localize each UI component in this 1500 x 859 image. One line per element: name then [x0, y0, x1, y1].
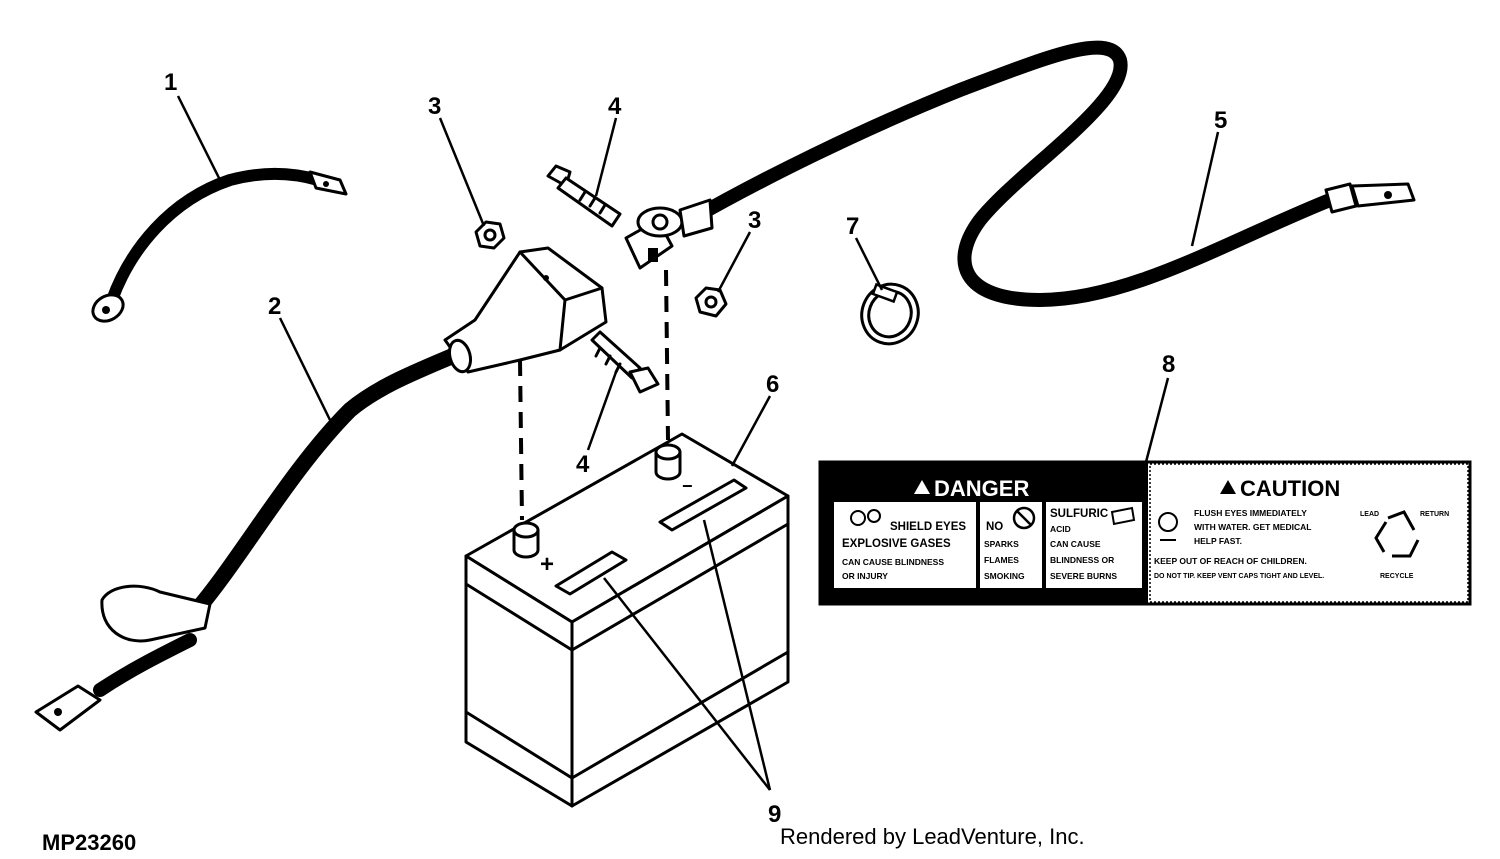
assembly-line-right — [664, 269, 670, 441]
caution-text-line: FLUSH EYES IMMEDIATELY — [1194, 508, 1307, 518]
leader-8 — [1144, 377, 1170, 463]
danger-text-line: ACID — [1050, 524, 1071, 534]
recycle-text: RECYCLE — [1380, 573, 1414, 580]
bolt-lower — [590, 330, 660, 394]
danger-text-line: SHIELD EYES — [890, 521, 966, 533]
callout-4-upper: 4 — [608, 93, 622, 120]
caution-text-line: WITH WATER. GET MEDICAL — [1194, 522, 1311, 532]
danger-text-line: CAN CAUSE BLINDNESS — [842, 557, 944, 567]
danger-title: DANGER — [934, 476, 1029, 501]
danger-text-line: SEVERE BURNS — [1050, 571, 1117, 581]
battery: + − — [464, 432, 790, 808]
danger-text-line: NO — [986, 521, 1003, 533]
callout-4-lower: 4 — [576, 451, 590, 478]
caution-title: CAUTION — [1240, 476, 1340, 501]
danger-alert-icon — [914, 480, 930, 494]
eye-wash-icon — [1158, 512, 1178, 541]
danger-text-line: SMOKING — [984, 571, 1025, 581]
caution-panel — [1149, 463, 1469, 603]
leader-6 — [730, 395, 772, 467]
bolt-upper — [546, 164, 622, 228]
figure-code: MP23260 — [42, 830, 137, 855]
recycle-lead-text: LEAD — [1360, 511, 1379, 518]
leader-1 — [176, 95, 222, 181]
negative-mark: − — [682, 476, 693, 496]
recycle-return-text: RETURN — [1420, 511, 1449, 518]
leader-4a — [594, 117, 618, 197]
leader-9a — [603, 577, 771, 791]
negative-cable — [624, 40, 1416, 307]
danger-text-line: OR INJURY — [842, 571, 888, 581]
recycle-icon — [1374, 510, 1420, 558]
ground-strap — [91, 168, 348, 323]
callout-3-upper: 3 — [428, 93, 441, 120]
leader-7 — [854, 237, 884, 291]
assembly-line-left — [518, 359, 524, 521]
no-smoking-icon — [1012, 506, 1036, 530]
callout-7: 7 — [846, 213, 859, 240]
callout-6: 6 — [766, 371, 779, 398]
leader-3b — [716, 231, 752, 293]
caution-text-line: KEEP OUT OF REACH OF CHILDREN. — [1154, 556, 1307, 566]
leader-4b — [586, 371, 618, 451]
leader-3a — [438, 117, 486, 227]
eye-shield-icon — [850, 509, 881, 526]
warning-label: DANGER SHIELD EYES EXPLOSIVE GASES CAN C… — [818, 460, 1472, 606]
danger-text-line: SULFURIC — [1050, 508, 1108, 520]
leader-5 — [1190, 131, 1220, 247]
callout-1: 1 — [164, 69, 177, 96]
leader-9b — [702, 519, 772, 791]
nut-upper — [474, 220, 506, 250]
caution-text-line: DO NOT TIP. KEEP VENT CAPS TIGHT AND LEV… — [1154, 573, 1324, 580]
nut-lower — [694, 286, 728, 318]
caution-text-line: HELP FAST. — [1194, 536, 1242, 546]
positive-cable — [34, 246, 608, 732]
danger-text-line: FLAMES — [984, 555, 1019, 565]
hose-clamp — [860, 282, 920, 346]
callout-2: 2 — [268, 293, 281, 320]
callout-3-lower: 3 — [748, 207, 761, 234]
render-credit: Rendered by LeadVenture, Inc. — [780, 824, 1085, 849]
positive-mark: + — [540, 551, 554, 578]
caution-alert-icon — [1220, 480, 1236, 494]
callout-9: 9 — [768, 801, 781, 828]
danger-text-line: EXPLOSIVE GASES — [842, 538, 951, 550]
acid-icon — [1110, 506, 1136, 526]
danger-text-line: CAN CAUSE — [1050, 539, 1101, 549]
callout-8: 8 — [1162, 351, 1175, 378]
callout-5: 5 — [1214, 107, 1227, 134]
danger-text-line: SPARKS — [984, 539, 1019, 549]
danger-text-line: BLINDNESS OR — [1050, 555, 1114, 565]
leader-2 — [278, 317, 332, 421]
